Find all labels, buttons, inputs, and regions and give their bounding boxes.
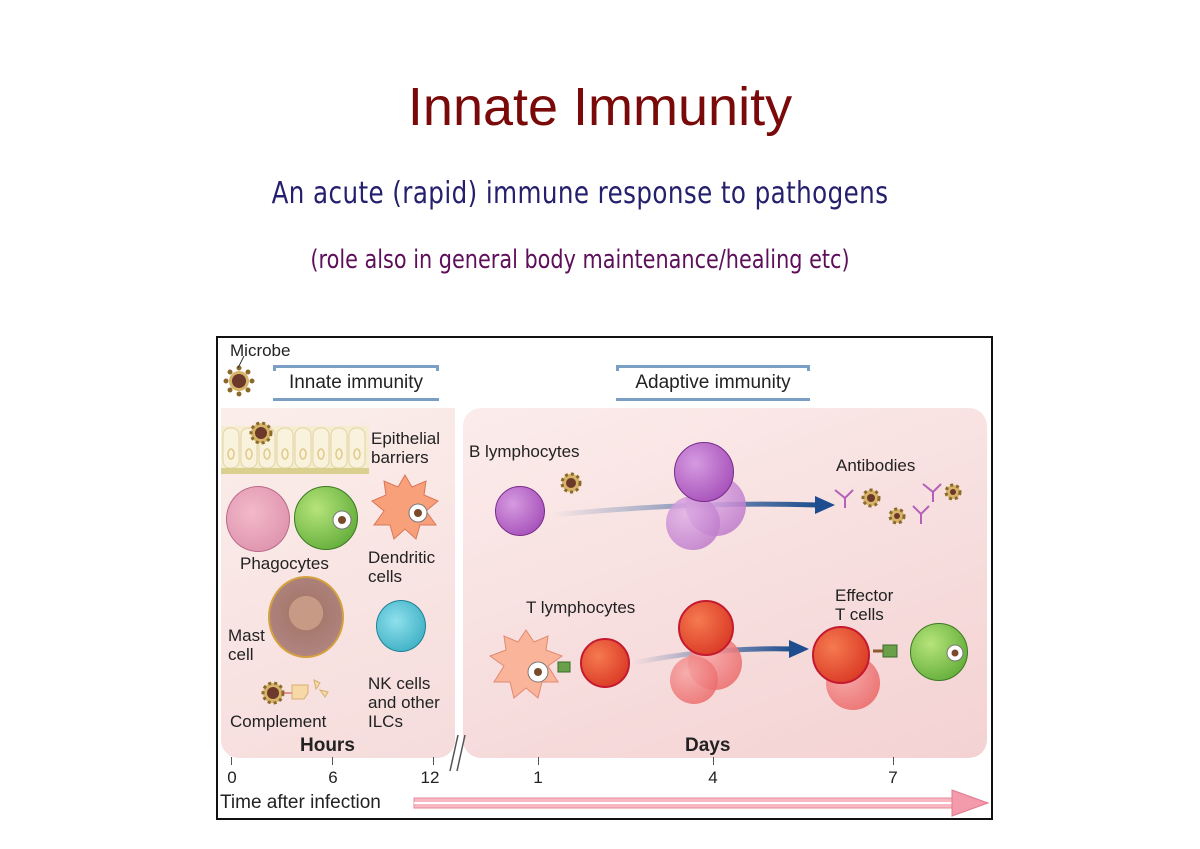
dendritic-cells-label: Dendritic cells <box>368 548 435 586</box>
b-cell-clone-icon <box>666 496 720 550</box>
complement-icon <box>261 679 329 705</box>
dendritic-label-line2: cells <box>368 567 403 586</box>
epithelial-barriers-label: Epithelial barriers <box>371 429 440 467</box>
tick-mark <box>713 757 714 765</box>
axis-break-icon <box>449 734 466 772</box>
mast-cell-label: Mast cell <box>228 626 265 664</box>
ingested-microbe-icon <box>332 510 352 530</box>
tick-label-6h: 6 <box>328 768 338 787</box>
innate-immunity-header-label: Innate immunity <box>288 372 424 393</box>
t-cell-clone-icon <box>678 600 734 656</box>
nk-label-line2: and other <box>368 693 440 712</box>
antibodies-label: Antibodies <box>836 456 916 475</box>
slide-note: (role also in general body maintenance/h… <box>310 245 850 275</box>
adaptive-immunity-header: Adaptive immunity <box>616 365 810 401</box>
microbe-label: Microbe <box>230 341 291 360</box>
effector-t-cells-label: Effector T cells <box>835 586 893 624</box>
effector-label-line2: T cells <box>835 605 884 624</box>
tick-label-7d: 7 <box>888 768 898 787</box>
tick-mark <box>538 757 539 765</box>
slide-title: Innate Immunity <box>407 77 793 137</box>
tick-mark <box>893 757 894 765</box>
tick-mark <box>231 757 232 765</box>
epithelial-label-line1: Epithelial <box>371 429 440 448</box>
b-lymphocytes-label: B lymphocytes <box>469 442 580 461</box>
b-lymphocyte-icon <box>495 486 545 536</box>
t-lymphocytes-label: T lymphocytes <box>526 598 636 617</box>
epithelial-barrier-icon <box>221 426 369 474</box>
tick-mark <box>332 757 333 765</box>
tick-label-12h: 12 <box>420 768 440 787</box>
antibodies-icon <box>834 483 962 525</box>
time-arrow-icon <box>413 789 990 817</box>
days-label: Days <box>685 735 731 756</box>
antigen-presenting-cell-icon <box>488 629 571 699</box>
microbe-icon <box>249 421 273 445</box>
microbe-pointer-line <box>237 355 245 369</box>
dendritic-label-line1: Dendritic <box>368 548 436 567</box>
innate-immunity-header: Innate immunity <box>273 365 439 401</box>
hours-label: Hours <box>300 735 355 756</box>
microbe-icon <box>560 472 582 494</box>
effector-label-line1: Effector <box>835 586 894 605</box>
mast-cell-icon <box>268 576 344 658</box>
b-cell-clone-icon <box>674 442 734 502</box>
phagocytes-label: Phagocytes <box>240 554 329 573</box>
tick-label-1d: 1 <box>533 768 543 787</box>
adaptive-immunity-header-label: Adaptive immunity <box>635 372 791 393</box>
nk-cell-icon <box>376 600 426 652</box>
time-axis-label: Time after infection <box>220 792 381 813</box>
nk-cells-label: NK cells and other ILCs <box>368 674 440 731</box>
epithelial-label-line2: barriers <box>371 448 429 467</box>
mast-label-line1: Mast <box>228 626 265 645</box>
effector-t-cell-icon <box>812 626 870 684</box>
mast-label-line2: cell <box>228 645 254 664</box>
neutrophil-cell-icon <box>226 486 290 552</box>
tcr-binding-icon <box>873 644 898 658</box>
slide-subtitle: An acute (rapid) immune response to path… <box>271 176 889 211</box>
dendritic-cell-icon <box>371 474 439 540</box>
microbe-icon <box>223 365 255 397</box>
t-cell-clone-icon <box>670 656 718 704</box>
immunity-timeline-figure: Microbe Innate immunity Adaptive immunit… <box>216 336 993 820</box>
tick-label-0h: 0 <box>227 768 237 787</box>
t-lymphocyte-icon <box>580 638 630 688</box>
tick-label-4d: 4 <box>708 768 718 787</box>
nk-label-line1: NK cells <box>368 674 431 693</box>
complement-label: Complement <box>230 712 327 731</box>
tick-mark <box>433 757 434 765</box>
ingested-microbe-icon <box>946 644 964 662</box>
nk-label-line3: ILCs <box>368 712 403 731</box>
